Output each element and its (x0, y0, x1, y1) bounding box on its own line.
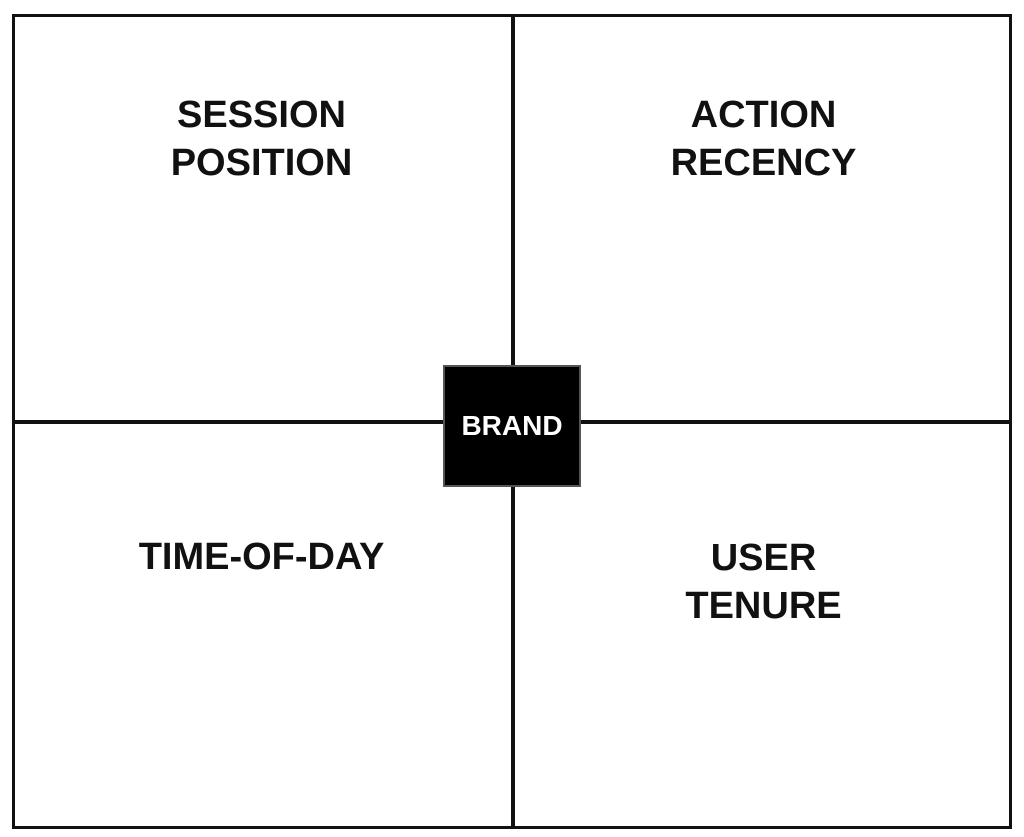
quadrant-bottom-right: USER TENURE (515, 424, 1012, 829)
center-brand-label: BRAND (461, 410, 563, 441)
quadrant-bottom-left: TIME-OF-DAY (12, 424, 511, 829)
quadrant-bottom-left-label: TIME-OF-DAY (138, 535, 385, 578)
center-brand-box: BRAND (443, 365, 581, 487)
quadrant-top-left-label: SESSION POSITION (170, 94, 353, 184)
quadrant-top-left: SESSION POSITION (12, 14, 511, 420)
quadrant-bottom-right-label: USER TENURE (685, 536, 842, 627)
quadrant-top-right: ACTION RECENCY (515, 14, 1012, 420)
quadrant-top-right-label: ACTION RECENCY (670, 94, 857, 184)
